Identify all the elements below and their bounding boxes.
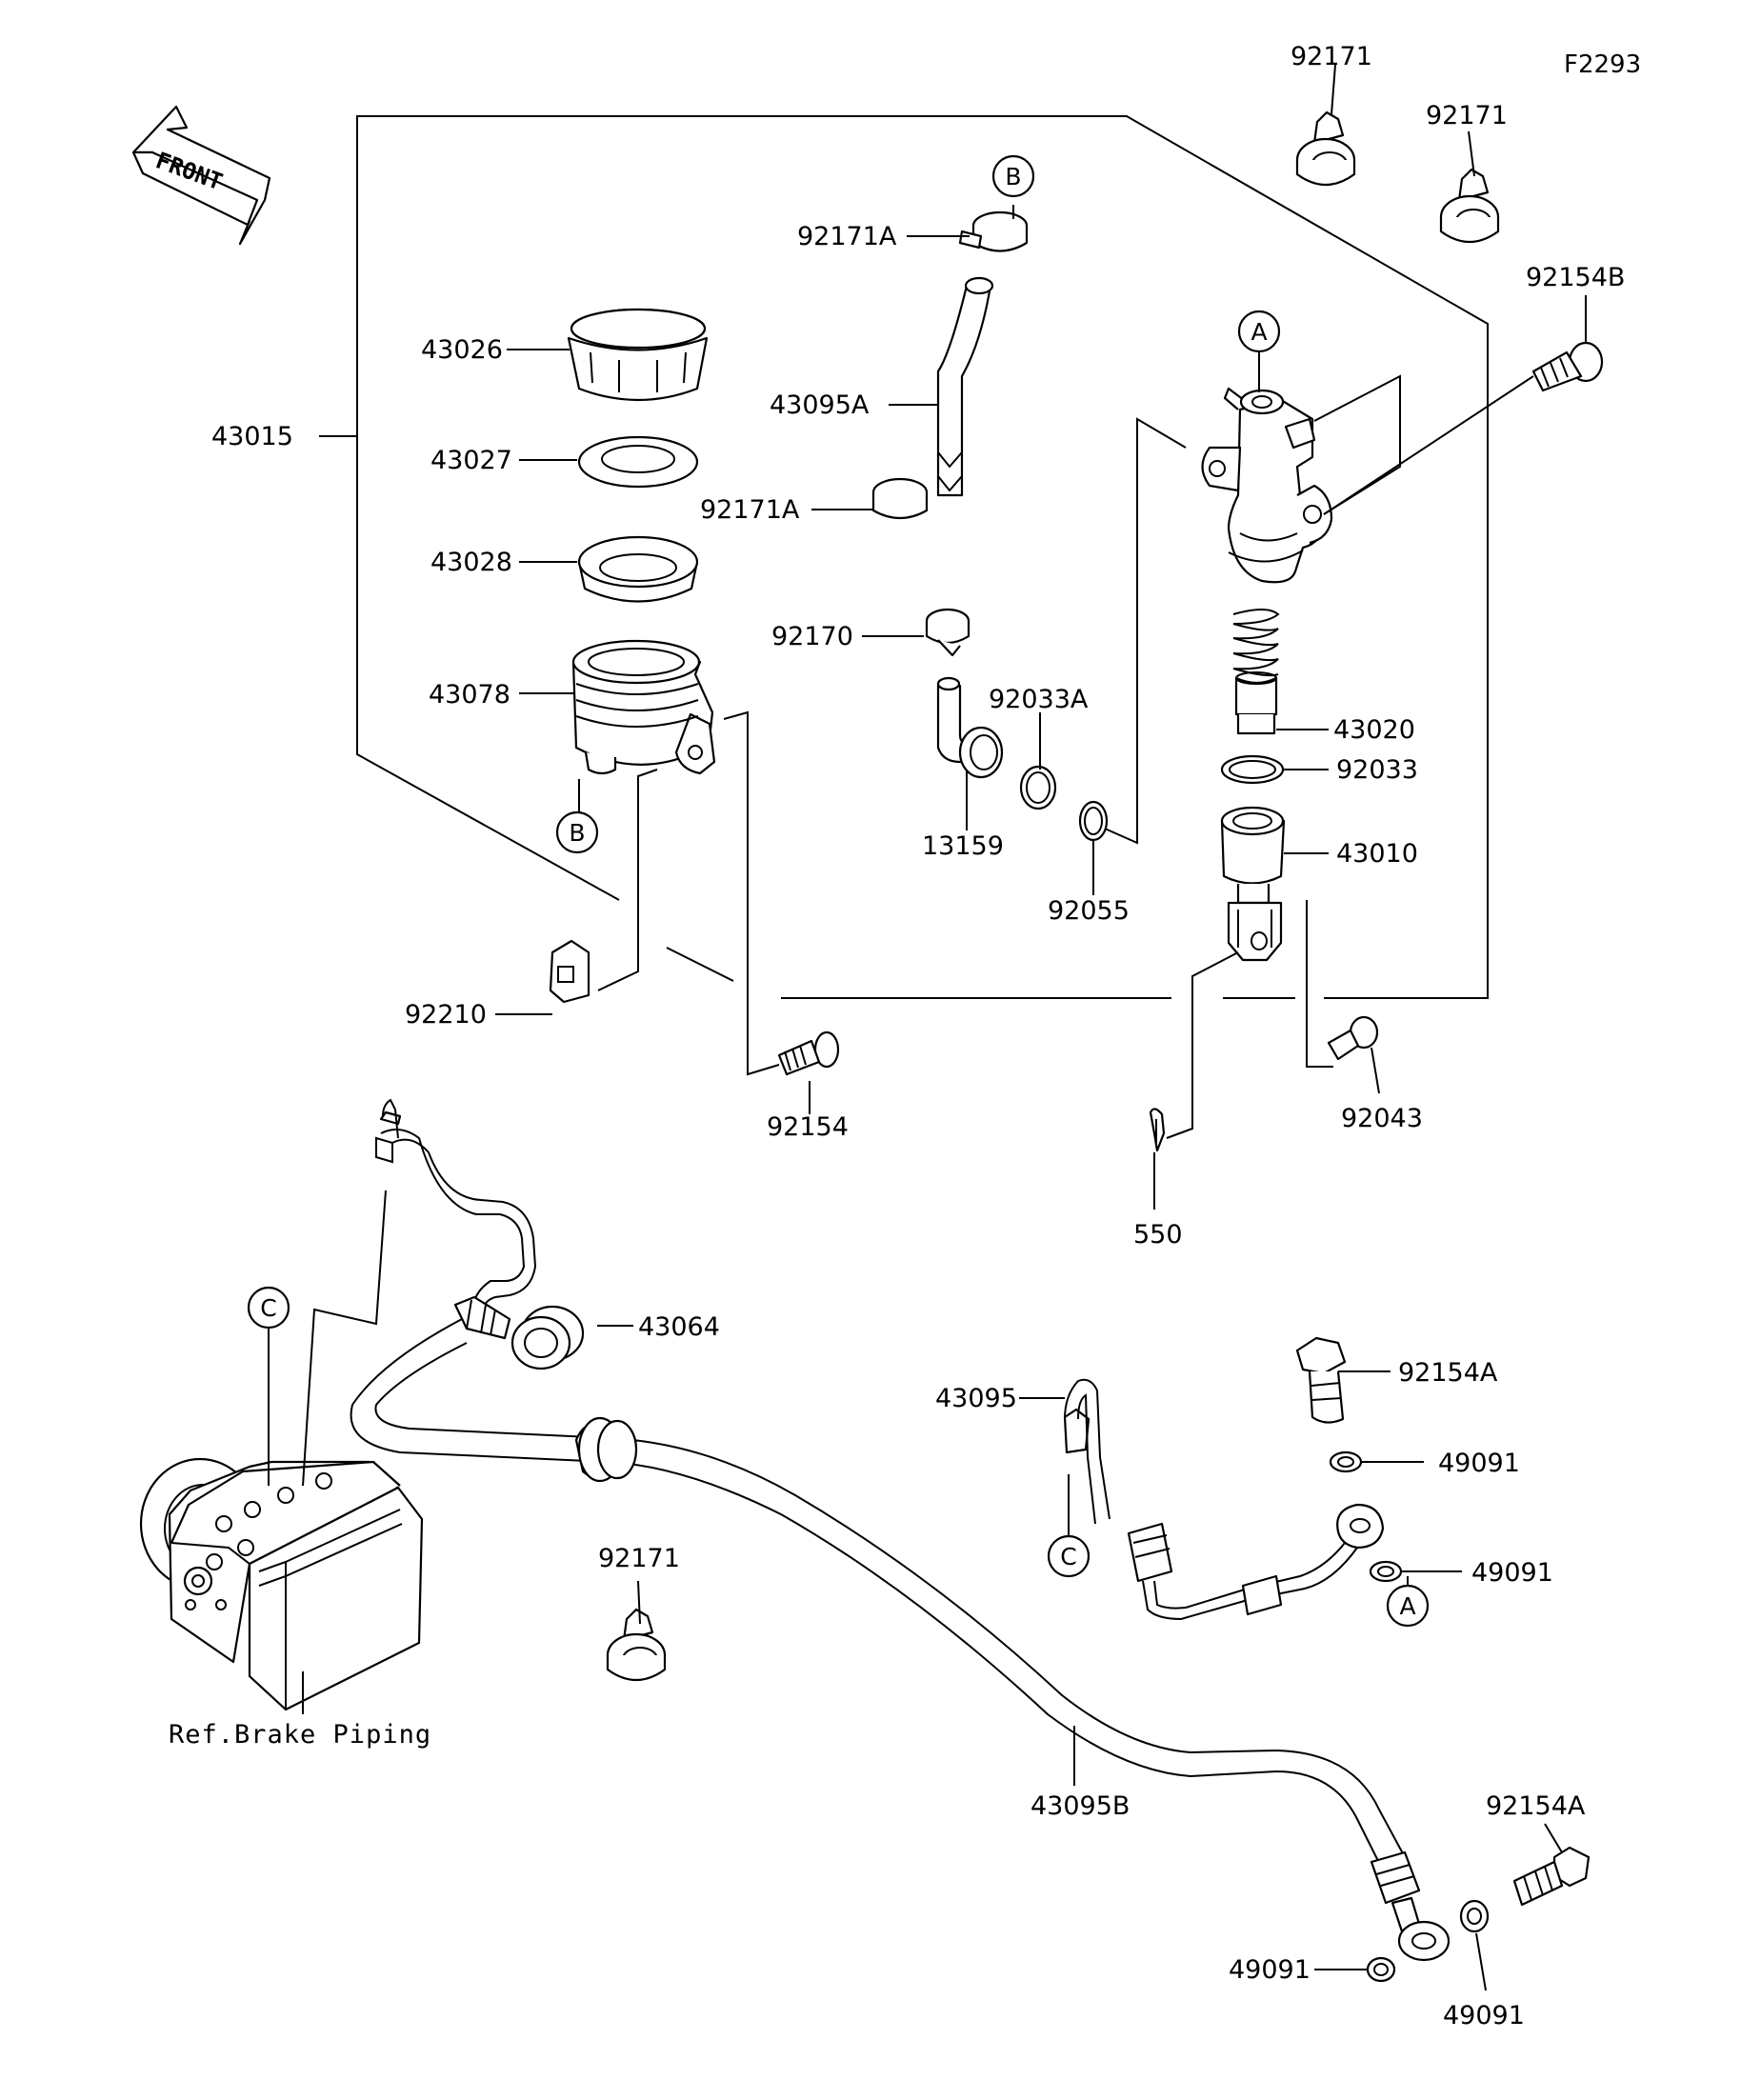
hose-clip-92171-b <box>1439 168 1500 243</box>
reservoir-body <box>571 639 716 775</box>
label-92171-a: 92171 <box>1291 42 1372 71</box>
hose-grommet <box>574 1416 638 1483</box>
hose-clip-92171-a <box>1295 110 1356 186</box>
cotter-pin-550 <box>1149 1108 1166 1152</box>
label-92033: 92033 <box>1336 755 1418 785</box>
label-49091-a: 49091 <box>1438 1449 1520 1478</box>
reservoir-diaphragm-plate <box>577 435 699 489</box>
spring-43020 <box>1232 609 1280 735</box>
abs-brake-pipe <box>375 1098 537 1309</box>
reference-note: Ref.Brake Piping <box>169 1720 431 1750</box>
svg-text:A: A <box>1251 318 1267 346</box>
connector-c-right: C <box>1047 1534 1091 1578</box>
washer-49091-b <box>1369 1560 1403 1583</box>
svg-text:B: B <box>569 819 585 847</box>
leader-lines <box>268 64 1587 1991</box>
label-43027: 43027 <box>430 446 512 475</box>
connector-markers: B B A A C C <box>247 154 1430 1628</box>
connector-b-top: B <box>991 154 1035 198</box>
push-rod-43010 <box>1220 806 1286 962</box>
bolt-92154B <box>1531 341 1604 392</box>
snap-ring-92033A <box>1019 765 1057 810</box>
label-92154A-top: 92154A <box>1398 1358 1498 1388</box>
banjo-bolt-92154A-top <box>1295 1336 1347 1424</box>
master-cylinder-lines <box>1104 374 1534 1139</box>
label-92033A: 92033A <box>989 685 1089 714</box>
grommet-43064 <box>510 1305 585 1370</box>
label-49091-d: 49091 <box>1443 2001 1525 2030</box>
master-cylinder-body <box>1201 387 1333 584</box>
label-43095B: 43095B <box>1031 1791 1130 1821</box>
connector-a-top: A <box>1237 310 1281 353</box>
front-arrow-icon: FRONT <box>131 105 271 246</box>
assembly-outline <box>356 115 1489 999</box>
label-92171A-top: 92171A <box>797 222 897 251</box>
label-92154B: 92154B <box>1526 263 1625 292</box>
hose-fitting <box>936 676 1004 779</box>
connector-b-bottom: B <box>555 810 599 854</box>
hose-clip-92171-c <box>606 1608 667 1681</box>
svg-text:C: C <box>1060 1543 1076 1570</box>
label-13159: 13159 <box>922 831 1004 861</box>
reservoir-cap <box>567 308 709 402</box>
washer-49091-a <box>1329 1450 1363 1473</box>
label-43026: 43026 <box>421 335 503 365</box>
snap-ring-92033 <box>1220 754 1285 785</box>
washer-49091-c <box>1366 1956 1396 1983</box>
label-43015: 43015 <box>211 422 293 451</box>
label-49091-b: 49091 <box>1471 1558 1553 1588</box>
label-92154: 92154 <box>767 1112 849 1142</box>
pin-92043 <box>1327 1015 1379 1061</box>
reservoir-leader-lines <box>597 710 780 1076</box>
main-brake-hose <box>350 1318 1451 1962</box>
label-92055: 92055 <box>1048 896 1130 926</box>
label-92043: 92043 <box>1341 1104 1423 1133</box>
connector-c-left: C <box>247 1286 290 1330</box>
hose-clamp-mid <box>871 477 929 520</box>
label-92171-b: 92171 <box>1426 101 1508 130</box>
washer-49091-d <box>1459 1899 1490 1933</box>
label-43064: 43064 <box>638 1312 720 1342</box>
hose-clamp-upper <box>958 210 1029 252</box>
label-43078: 43078 <box>429 680 510 710</box>
banjo-bolt-92154A-bottom <box>1512 1846 1591 1907</box>
label-43020: 43020 <box>1333 715 1415 745</box>
label-92170: 92170 <box>771 622 853 651</box>
label-43095: 43095 <box>935 1384 1017 1413</box>
connector-a-bottom: A <box>1386 1584 1430 1628</box>
label-92154A-bottom: 92154A <box>1486 1791 1586 1821</box>
label-92210: 92210 <box>405 1000 487 1030</box>
abs-unit <box>139 1457 424 1711</box>
label-92171-c: 92171 <box>598 1544 680 1573</box>
svg-text:C: C <box>260 1294 276 1322</box>
label-43095A: 43095A <box>770 390 870 420</box>
o-ring-92055 <box>1078 800 1109 842</box>
label-43010: 43010 <box>1336 839 1418 869</box>
reservoir-diaphragm <box>577 535 699 603</box>
label-43028: 43028 <box>430 548 512 577</box>
svg-text:B: B <box>1005 163 1021 190</box>
pipe-fitting-upper <box>453 1295 511 1340</box>
reservoir-hose <box>936 276 994 497</box>
label-92171A-mid: 92171A <box>700 495 800 525</box>
figure-code: F2293 <box>1564 50 1641 79</box>
brake-pipe-43095 <box>1063 1378 1385 1621</box>
svg-text:A: A <box>1399 1592 1415 1620</box>
label-550: 550 <box>1133 1220 1183 1250</box>
hose-end-fitting <box>1370 1850 1451 1962</box>
bolt-92154 <box>777 1030 840 1076</box>
label-49091-c: 49091 <box>1229 1955 1311 1985</box>
part-labels: 43015 43026 43027 43028 43078 92210 9215… <box>169 42 1625 2030</box>
clip-nut <box>549 939 590 1004</box>
hose-clamp-lower <box>925 608 971 657</box>
